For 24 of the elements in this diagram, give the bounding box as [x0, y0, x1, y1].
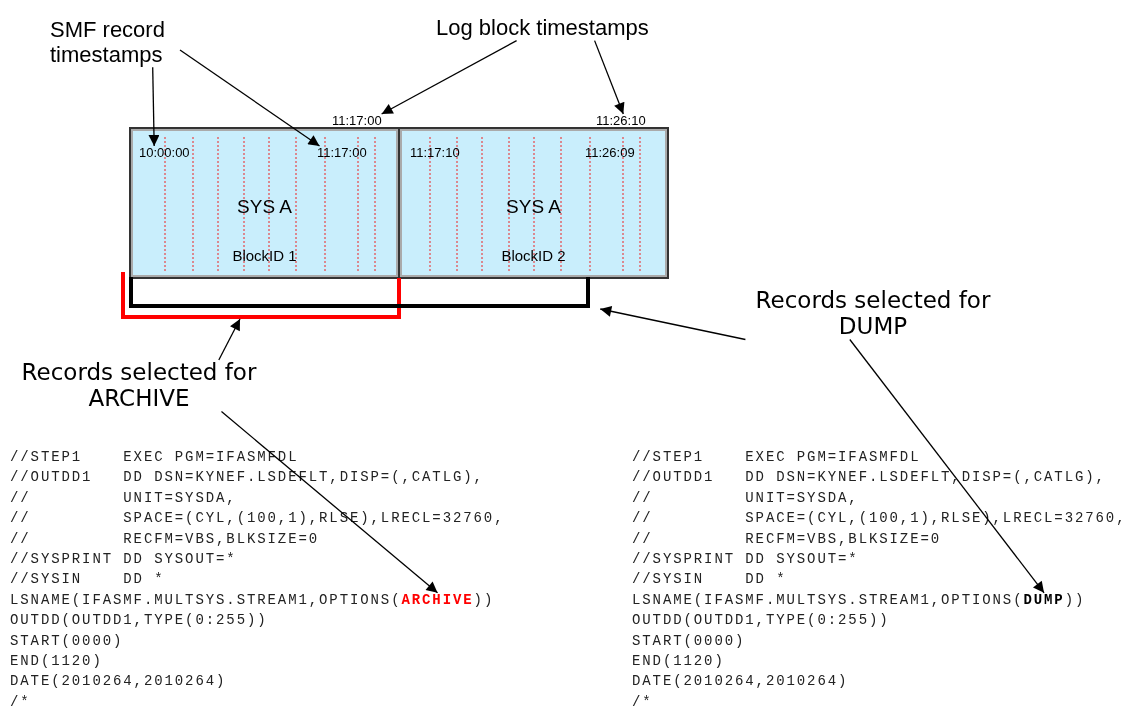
- callout-text: Records selected for ARCHIVE: [6, 360, 272, 412]
- arrow: [148, 66, 160, 147]
- system-name: SYS A: [236, 197, 293, 216]
- timestamp: 11:17:10: [410, 146, 460, 159]
- arrow: [218, 318, 241, 361]
- arrow: [220, 410, 439, 594]
- callout-text: SMF record timestamps: [50, 18, 180, 68]
- timestamp: 11:26:10: [596, 114, 646, 127]
- system-name: SYS A: [505, 197, 562, 216]
- block-id: BlockID 2: [500, 248, 567, 263]
- arrow: [599, 305, 747, 341]
- timestamp: 11:17:00: [317, 146, 367, 159]
- callout-text: Records selected for DUMP: [728, 288, 1018, 340]
- arrow: [849, 338, 1045, 594]
- selection-bracket: [128, 277, 591, 309]
- callout-text: Log block timestamps: [436, 16, 696, 41]
- timestamp: 10:00:00: [139, 146, 190, 159]
- selection-bracket: [121, 272, 401, 319]
- arrow: [179, 49, 321, 147]
- arrow: [593, 40, 625, 115]
- block-id: BlockID 1: [231, 248, 298, 263]
- timestamp: 11:17:00: [332, 114, 382, 127]
- arrow: [381, 40, 518, 115]
- timestamp: 11:26:09: [585, 146, 635, 159]
